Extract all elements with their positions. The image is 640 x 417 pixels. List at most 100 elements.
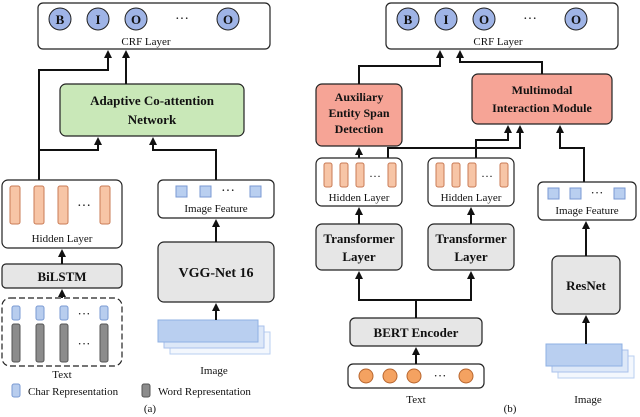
image-stack-b1 (545, 343, 623, 367)
crf-label-b: CRF Layer (473, 36, 523, 48)
hidden-dots-a: ··· (77, 199, 91, 214)
legend-word-swatch (141, 383, 151, 398)
hiddenL-dots: ··· (369, 169, 381, 183)
feature-label-a: Image Feature (184, 203, 247, 215)
panel-b: B I O ··· O CRF Layer Auxiliary Entity S… (315, 2, 637, 415)
tag-o2-a-label: O (223, 12, 233, 27)
token-1 (358, 368, 374, 384)
image-stack-a1 (157, 319, 259, 343)
tag-i-b-label: I (443, 12, 448, 27)
feature-sq-a2 (199, 185, 212, 198)
token-dots: ··· (434, 368, 447, 383)
arrow-hidden-coatt (39, 137, 102, 151)
featureB-sq-1 (547, 187, 560, 200)
featureB-dots: ··· (591, 185, 604, 200)
feature-sq-a3 (249, 185, 262, 198)
coattention-box (59, 83, 245, 137)
mim-box (471, 73, 613, 125)
transformerL-label-2: Layer (342, 249, 375, 264)
arrow-bert-transR (416, 271, 475, 301)
aux-label-1: Auxiliary (335, 90, 384, 104)
token-2 (382, 368, 398, 384)
transformerR-label-2: Layer (454, 249, 487, 264)
tag-i-a-label: I (95, 12, 100, 27)
word-bar-4 (99, 323, 109, 363)
token-3 (406, 368, 422, 384)
arrow-hidden-crf-a (38, 50, 112, 180)
coattention-label-1: Adaptive Co-attention (90, 93, 215, 108)
tag-dots-b: ··· (523, 12, 537, 27)
image-feature-b (537, 181, 637, 221)
tag-i-a (86, 7, 110, 31)
image-label-b: Image (574, 394, 602, 406)
char-bar-3 (59, 305, 69, 321)
caption-b: (b) (504, 403, 517, 415)
hiddenR-dots: ··· (481, 169, 493, 183)
caption-a: (a) (144, 403, 157, 415)
tag-o1-b-label: O (479, 12, 489, 27)
text-dots-a2: ··· (78, 336, 91, 351)
arrow-bert-transL (355, 271, 417, 318)
hiddenR-label: Hidden Layer (441, 192, 502, 204)
tag-dots-a: ··· (175, 12, 189, 27)
hiddenR-bar-1 (435, 162, 445, 188)
char-bar-2 (35, 305, 45, 321)
arrow-aux-crf (358, 50, 444, 84)
tag-o2-b (564, 7, 588, 31)
tag-o1-a (124, 7, 148, 31)
legend-char-swatch (11, 383, 21, 398)
crf-label-a: CRF Layer (121, 36, 171, 48)
hiddenL-label: Hidden Layer (329, 192, 390, 204)
hidden-bar-a4 (99, 185, 111, 225)
tag-b-a (48, 7, 72, 31)
bert-label: BERT Encoder (374, 325, 459, 340)
feature-dots-a: ··· (221, 184, 235, 199)
token-4 (458, 368, 474, 384)
tag-row-a: B I O ··· O (48, 7, 240, 31)
hiddenR-bar-4 (499, 162, 509, 188)
arrow-feature-coatt (149, 137, 217, 180)
hiddenL-bar-2 (339, 162, 349, 188)
legend-word-label: Word Representation (158, 386, 251, 398)
word-bar-3 (59, 323, 69, 363)
featureB-label: Image Feature (555, 205, 618, 217)
featureB-sq-2 (569, 187, 582, 200)
hidden-bar-a1 (9, 185, 21, 225)
arrow-hiddenR-mim (475, 125, 512, 158)
hidden-label-a: Hidden Layer (32, 233, 93, 245)
tag-b-b-label: B (404, 12, 413, 27)
text-label-a: Text (52, 369, 71, 381)
word-bar-2 (35, 323, 45, 363)
hiddenR-bar-2 (451, 162, 461, 188)
aux-label-3: Detection (335, 122, 384, 136)
bilstm-label: BiLSTM (37, 269, 86, 284)
aux-label-2: Entity Span (328, 106, 389, 120)
transformerL-label-1: Transformer (323, 231, 394, 246)
hiddenR-bar-3 (467, 162, 477, 188)
char-bar-4 (99, 305, 109, 321)
tag-o2-a (216, 7, 240, 31)
tag-i-b (434, 7, 458, 31)
vgg-label: VGG-Net 16 (178, 266, 253, 281)
transformerR-label-1: Transformer (435, 231, 506, 246)
coattention-label-2: Network (128, 112, 177, 127)
word-bar-1 (11, 323, 21, 363)
image-label-a: Image (200, 365, 228, 377)
featureB-sq-3 (613, 187, 626, 200)
panel-a: B I O ··· O CRF Layer Adaptive Co-attent… (1, 2, 275, 415)
resnet-label: ResNet (566, 278, 606, 293)
char-bar-1 (11, 305, 21, 321)
arrow-mim-crf (456, 50, 543, 74)
hiddenL-bar-1 (323, 162, 333, 188)
tag-b-b (396, 7, 420, 31)
tag-o2-b-label: O (571, 12, 581, 27)
hiddenL-bar-4 (387, 162, 397, 188)
arrow-hiddenL-mim (387, 125, 524, 158)
feature-sq-a1 (175, 185, 188, 198)
text-dots-a: ··· (78, 306, 91, 321)
tag-o1-b (472, 7, 496, 31)
text-label-b: Text (406, 394, 425, 406)
hidden-bar-a2 (33, 185, 45, 225)
legend-char-label: Char Representation (28, 386, 119, 398)
